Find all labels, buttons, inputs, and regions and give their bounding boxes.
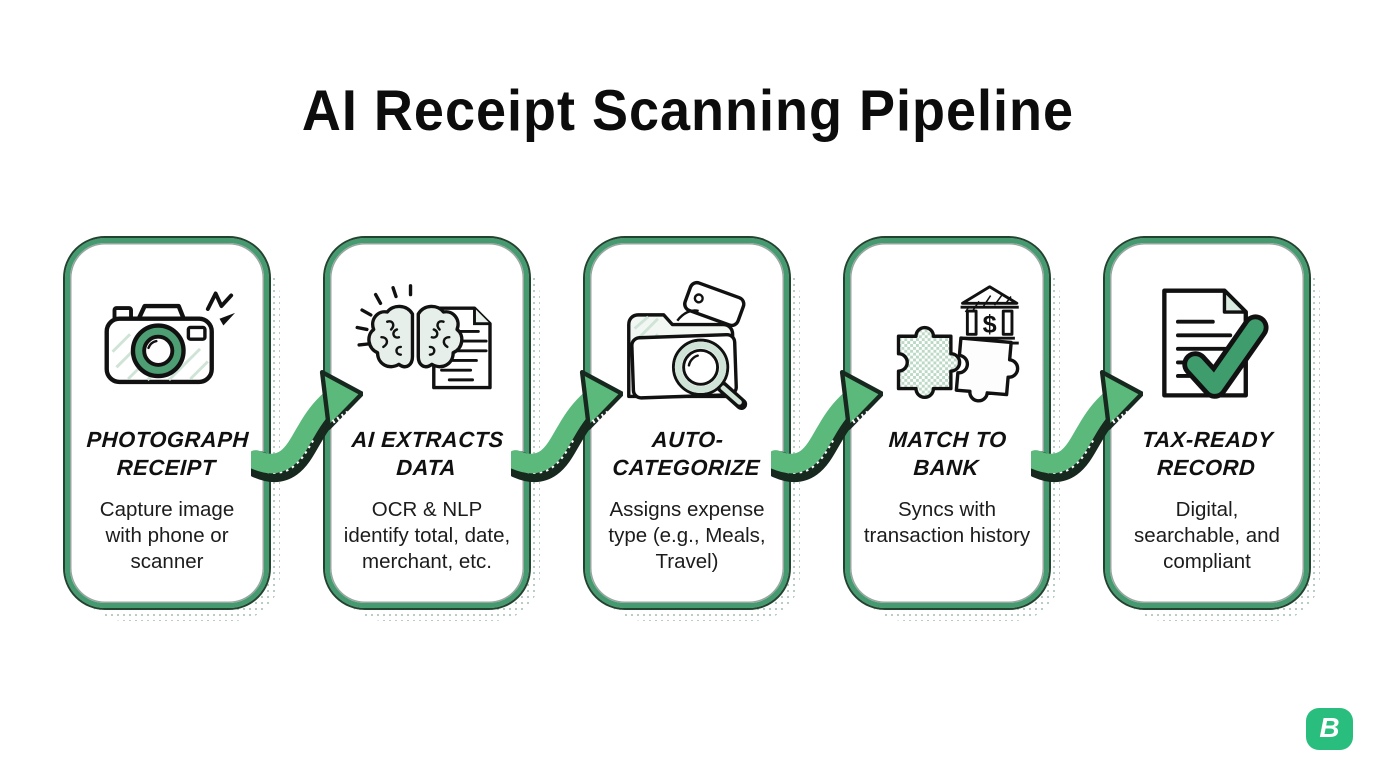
step-card-auto-categorize: AUTO-CATEGORIZE Assigns expense type (e.… xyxy=(583,236,800,621)
flow-arrow-icon xyxy=(251,352,363,484)
step-card-tax-ready-record: TAX-READY RECORD Digital, searchable, an… xyxy=(1103,236,1320,621)
step-description: Capture image with phone or scanner xyxy=(99,498,235,573)
step-card-match-to-bank: $ MATCH TO BANK Syncs with transaction h… xyxy=(843,236,1060,621)
card-body: TAX-READY RECORD Digital, searchable, an… xyxy=(1103,236,1311,610)
step-card-photograph-receipt: PHOTOGRAPH RECEIPT Capture image with ph… xyxy=(63,236,280,621)
document-check-icon xyxy=(1137,265,1277,423)
flow-arrow-icon xyxy=(1031,352,1143,484)
brand-logo-badge: B xyxy=(1306,708,1353,750)
card-body: AUTO-CATEGORIZE Assigns expense type (e.… xyxy=(583,236,791,610)
step-description: Digital, searchable, and compliant xyxy=(1134,498,1280,573)
puzzle-bank-icon: $ xyxy=(869,265,1025,423)
step-title: PHOTOGRAPH RECEIPT xyxy=(85,426,250,480)
step-description: Assigns expense type (e.g., Meals, Trave… xyxy=(608,498,766,573)
brain-document-icon xyxy=(354,265,500,423)
dollar-sign: $ xyxy=(983,310,997,338)
page-title: AI Receipt Scanning Pipeline xyxy=(301,79,1075,143)
step-description: OCR & NLP identify total, date, merchant… xyxy=(343,498,511,573)
step-card-ai-extracts-data: AI EXTRACTS DATA OCR & NLP identify tota… xyxy=(323,236,540,621)
card-body: PHOTOGRAPH RECEIPT Capture image with ph… xyxy=(63,236,271,610)
flow-arrow-icon xyxy=(771,352,883,484)
card-body: AI EXTRACTS DATA OCR & NLP identify tota… xyxy=(323,236,531,610)
flow-arrow-icon xyxy=(511,352,623,484)
step-description: Syncs with transaction history xyxy=(863,498,1031,547)
brand-logo-letter: B xyxy=(1319,712,1340,743)
camera-icon xyxy=(97,265,237,423)
card-body: $ MATCH TO BANK Syncs with transaction h… xyxy=(843,236,1051,610)
folder-search-tag-icon xyxy=(613,265,761,423)
